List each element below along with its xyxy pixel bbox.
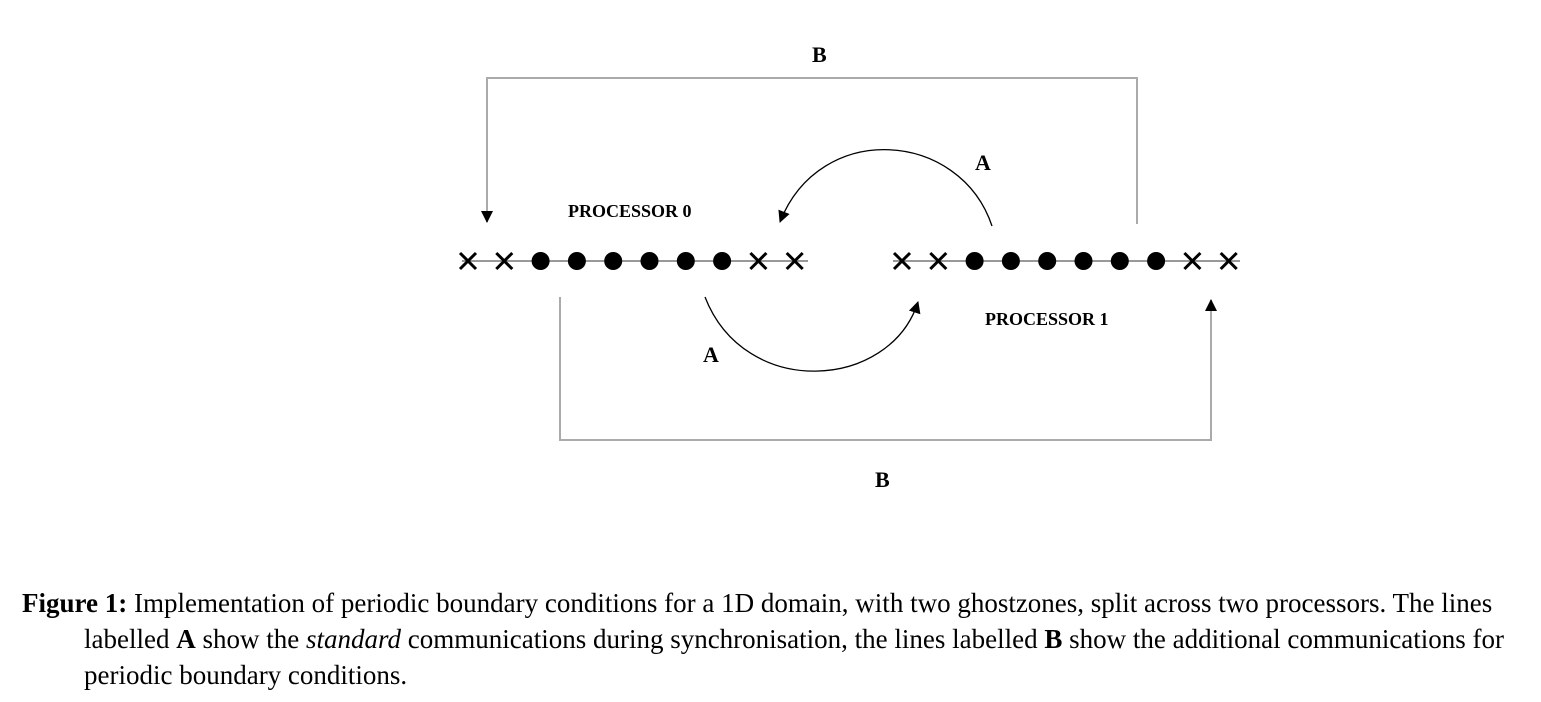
figure-caption-label: Figure 1: <box>22 588 128 618</box>
boundary-b-top-label: B <box>812 42 827 67</box>
processor-0-cells <box>458 251 804 271</box>
processor-1-ghost-cell-9 <box>1219 251 1238 271</box>
figure-caption: Figure 1: Implementation of periodic bou… <box>22 585 1522 693</box>
caption-text-1: Implementation of periodic boundary cond… <box>84 588 1493 654</box>
processor-1-interior-cell-3 <box>1001 252 1020 270</box>
caption-emphasis: standard <box>305 624 401 654</box>
caption-term-b: B <box>1044 624 1063 654</box>
processor-1-interior-cell-6 <box>1110 252 1129 270</box>
caption-text-3: communications during synchronisation, t… <box>400 624 1045 654</box>
processor-1-ghost-cell-0 <box>892 251 912 271</box>
arc-a-top-label: A <box>975 150 991 175</box>
processor-0-interior-cell-7 <box>713 252 732 270</box>
processor-0-interior-cell-5 <box>640 252 659 270</box>
processor-0-interior-cell-6 <box>676 252 695 270</box>
caption-term-a: A <box>176 624 196 654</box>
processor-1-interior-cell-4 <box>1038 252 1057 270</box>
arc-a-bottom-arrow <box>704 296 921 372</box>
processor-1-ghost-cell-8 <box>1183 251 1202 271</box>
arc-a-top-arrow <box>778 149 993 227</box>
arc-a-bottom-label: A <box>703 342 719 367</box>
processor-1-label: PROCESSOR 1 <box>985 309 1109 329</box>
processor-0-interior-cell-2 <box>531 252 550 270</box>
processor-0-ghost-cell-0 <box>458 251 478 271</box>
processor-0-label: PROCESSOR 0 <box>568 201 692 221</box>
processor-0-ghost-cell-8 <box>749 251 768 271</box>
processor-1-interior-cell-7 <box>1147 252 1166 270</box>
processor-0-interior-cell-4 <box>604 252 623 270</box>
processor-1-ghost-cell-1 <box>929 251 948 271</box>
periodic-boundary-diagram: PROCESSOR 0 PROCESSOR 1 A A B B <box>458 42 1240 492</box>
caption-text-2: show the <box>195 624 306 654</box>
processor-1-interior-cell-2 <box>965 252 984 270</box>
processor-1-domain <box>892 251 1240 271</box>
caption-text-4: show the additional communications for p… <box>84 624 1505 690</box>
processor-0-ghost-cell-1 <box>495 251 514 271</box>
boundary-b-bottom-label: B <box>875 467 890 492</box>
boundary-b-bottom-line <box>559 297 1217 441</box>
processor-1-interior-cell-5 <box>1074 252 1093 270</box>
processor-0-ghost-cell-9 <box>785 251 804 271</box>
processor-1-cells <box>892 251 1238 271</box>
processor-0-domain <box>458 251 808 271</box>
processor-0-interior-cell-3 <box>567 252 586 270</box>
boundary-b-top-line <box>481 77 1138 224</box>
